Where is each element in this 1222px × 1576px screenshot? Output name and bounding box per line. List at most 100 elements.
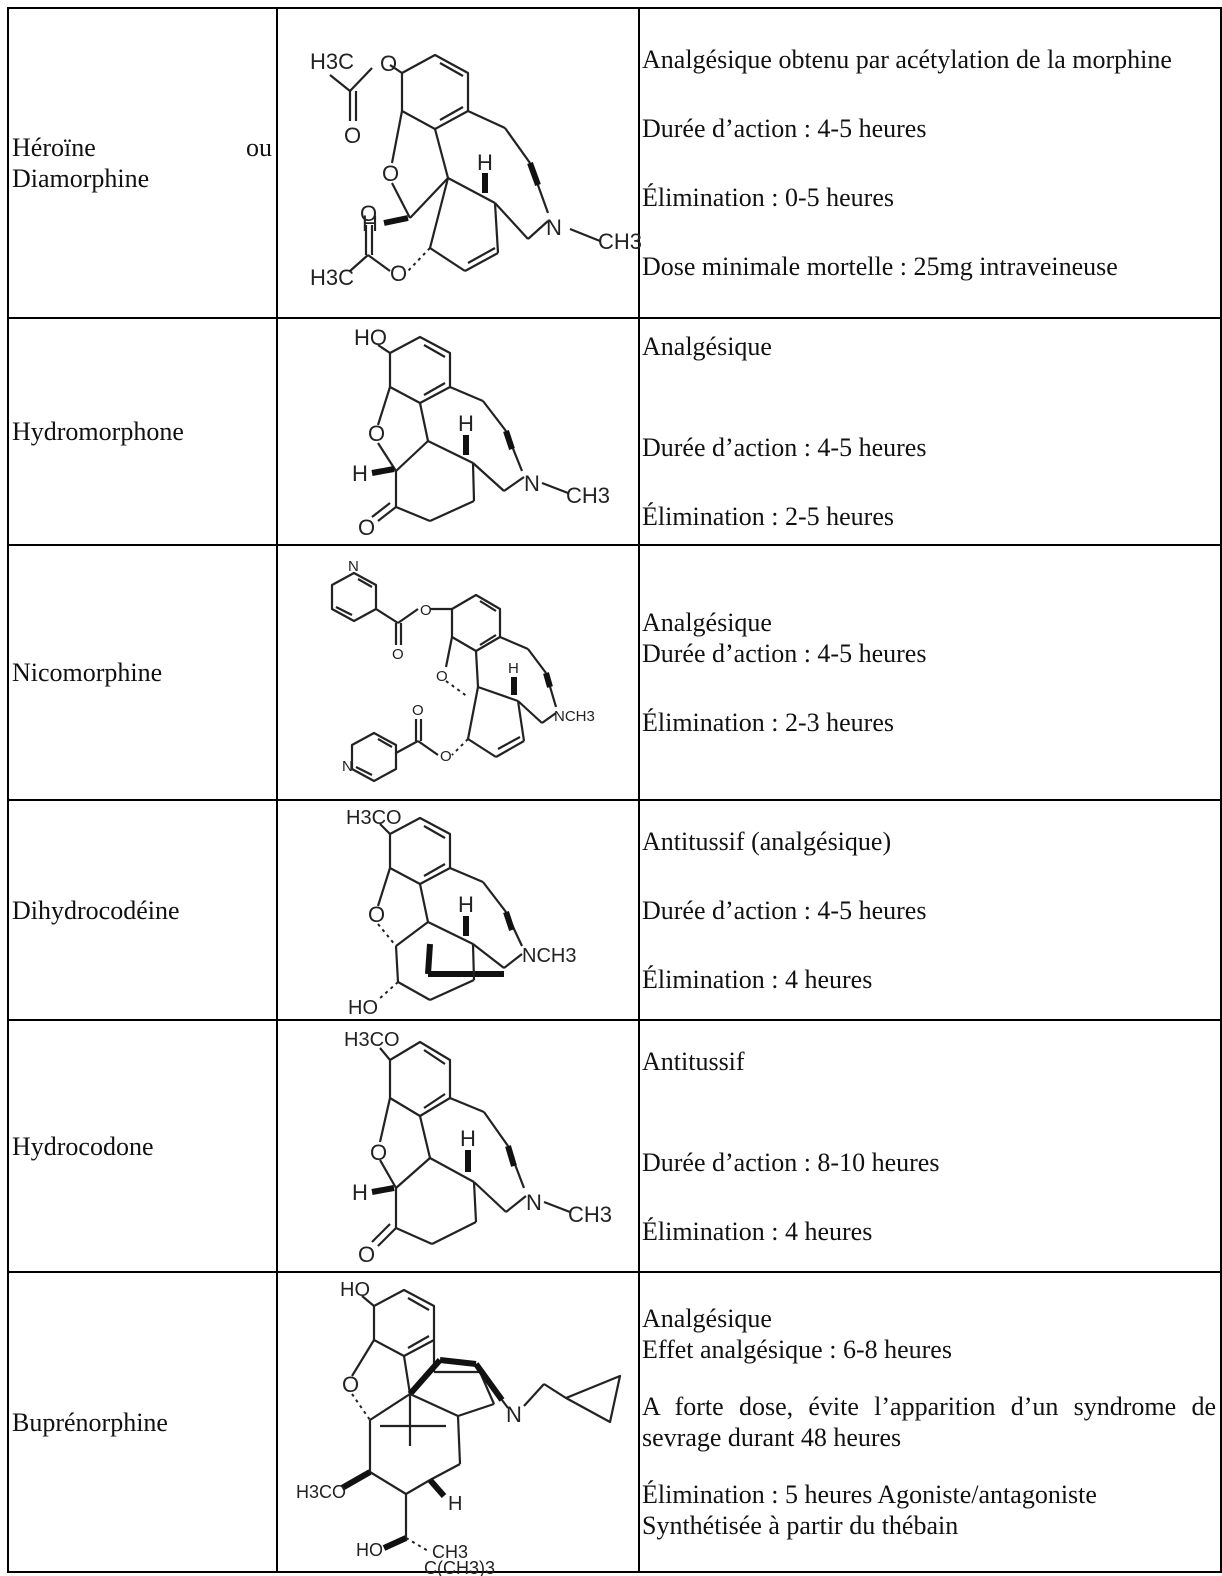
dihydrocodeine-structure-icon: H3CO O H NCH3 HO: [346, 807, 576, 1019]
opioid-table: Héroïne ou Diamorphine: [7, 7, 1222, 1576]
structure-cell: H3C O O O H H N CH3 O H3C O: [276, 7, 642, 319]
heroin-structure-icon: H3C O O O H H N CH3 O H3C O: [310, 49, 642, 290]
description-line: Durée d’action : 4-5 heures: [642, 433, 927, 462]
drug-name: Héroïne: [12, 133, 96, 162]
description-cell: Antitussif (analgésique) Durée d’action …: [638, 799, 1222, 1021]
svg-text:O: O: [392, 646, 404, 663]
description-line: Durée d’action : 4-5 heures: [642, 114, 927, 143]
svg-text:CH3: CH3: [568, 1202, 612, 1227]
svg-text:N: N: [524, 471, 540, 496]
description-line: Analgésique obtenu par acétylation de la…: [642, 45, 1172, 74]
table-row: Hydromorphone: [7, 317, 1222, 546]
svg-text:O: O: [390, 261, 407, 286]
drug-name-cell: Hydromorphone: [7, 317, 278, 546]
drug-name: Hydromorphone: [12, 417, 184, 446]
svg-text:O: O: [358, 515, 375, 540]
description-line: Durée d’action : 8-10 heures: [642, 1147, 940, 1177]
hydrocodone-structure-icon: H3CO O H H N CH3 O: [344, 1029, 612, 1267]
description-line: Analgésique: [642, 608, 772, 637]
svg-text:H: H: [352, 461, 368, 486]
drug-name: Hydrocodone: [12, 1131, 154, 1161]
svg-text:H3CO: H3CO: [344, 1029, 400, 1051]
svg-text:N: N: [526, 1190, 542, 1215]
svg-text:O: O: [420, 602, 432, 619]
svg-text:O: O: [380, 51, 397, 76]
svg-text:H: H: [458, 411, 474, 436]
description-line: Antitussif: [642, 1046, 745, 1076]
svg-text:CH3: CH3: [432, 1542, 468, 1562]
structure-cell: H3CO O H NCH3 HO: [276, 799, 640, 1021]
svg-text:H: H: [477, 150, 493, 175]
structure-cell: H3CO O H H N CH3 O: [276, 1019, 640, 1273]
svg-text:N: N: [546, 215, 562, 240]
drug-name: Diamorphine: [12, 164, 150, 193]
svg-text:O: O: [368, 902, 385, 927]
description-line: Synthétisée à partir du thébain: [642, 1511, 959, 1540]
svg-text:CH3: CH3: [566, 483, 610, 508]
svg-text:HO: HO: [354, 325, 387, 350]
svg-text:H3C: H3C: [310, 265, 354, 290]
svg-text:H: H: [362, 211, 378, 236]
drug-name: Buprénorphine: [12, 1407, 168, 1437]
drug-name: ou: [246, 133, 272, 162]
description-line: Antitussif (analgésique): [642, 826, 892, 856]
svg-text:HO: HO: [356, 1540, 383, 1560]
svg-text:O: O: [360, 201, 377, 226]
svg-text:C(CH3)3: C(CH3)3: [424, 1558, 495, 1576]
svg-text:H3CO: H3CO: [346, 807, 402, 829]
description-cell: Analgésique Durée d’action : 4-5 heures …: [638, 317, 1222, 546]
table-row: Nicomorphine: [7, 544, 1222, 801]
hydromorphone-structure-icon: HO O H H N CH3 O: [352, 325, 610, 540]
table-row: Buprénorphine: [7, 1271, 1222, 1576]
description-cell: Analgésique Effet analgésique : 6-8 heur…: [638, 1271, 1222, 1573]
table-row: Hydrocodone: [7, 1019, 1222, 1273]
svg-text:H: H: [448, 1493, 462, 1515]
svg-text:H3CO: H3CO: [296, 1482, 346, 1502]
drug-name-cell: Nicomorphine: [7, 544, 278, 801]
svg-text:H: H: [460, 1126, 476, 1151]
drug-name-cell: Héroïne ou Diamorphine: [7, 7, 278, 319]
description-line: Effet analgésique : 6-8 heures: [642, 1335, 952, 1364]
nicomorphine-structure-icon: N O O O H NCH3 O N O: [330, 558, 595, 782]
drug-name: Dihydrocodéine: [12, 895, 180, 925]
drug-name-cell: Buprénorphine: [7, 1271, 278, 1573]
structure-cell: HO O H H N CH3 O: [276, 317, 640, 546]
description-line: Élimination : 5 heures Agoniste/antagoni…: [642, 1480, 1097, 1509]
svg-text:O: O: [344, 123, 361, 148]
svg-text:N: N: [348, 558, 359, 575]
svg-text:O: O: [342, 1372, 359, 1397]
svg-text:H3C: H3C: [310, 49, 354, 74]
description-line: Élimination : 2-3 heures: [642, 708, 895, 737]
description-line: A forte dose, évite l’apparition d’un sy…: [642, 1392, 1216, 1452]
description-line: Élimination : 0-5 heures: [642, 183, 895, 212]
svg-text:HO: HO: [348, 997, 378, 1019]
svg-text:O: O: [440, 748, 452, 765]
structure-cell: N O O O H NCH3 O N O: [276, 544, 640, 801]
svg-text:NCH3: NCH3: [522, 945, 576, 967]
svg-text:H: H: [508, 660, 519, 677]
table-row: Héroïne ou Diamorphine: [7, 7, 1222, 319]
svg-text:HO: HO: [340, 1279, 370, 1301]
buprenorphine-structure-icon: HO O N H3CO H HO CH3 C(CH3)3: [296, 1279, 622, 1576]
drug-name: Nicomorphine: [12, 658, 163, 687]
drug-name-cell: Dihydrocodéine: [7, 799, 278, 1021]
svg-text:O: O: [368, 421, 385, 446]
description-line: Durée d’action : 4-5 heures: [642, 639, 927, 668]
description-line: Durée d’action : 4-5 heures: [642, 895, 927, 925]
description-line: Analgésique: [642, 1304, 772, 1333]
structure-cell: HO O N H3CO H HO CH3 C(CH3)3: [276, 1271, 640, 1576]
svg-text:O: O: [382, 161, 399, 186]
svg-text:O: O: [412, 702, 424, 719]
description-line: Élimination : 2-5 heures: [642, 502, 895, 531]
svg-text:N: N: [506, 1402, 522, 1427]
svg-text:O: O: [436, 668, 448, 685]
svg-text:N: N: [342, 758, 353, 775]
description-line: Élimination : 4 heures: [642, 964, 873, 994]
description-cell: Antitussif Durée d’action : 8-10 heures …: [638, 1019, 1222, 1273]
description-cell: Analgésique Durée d’action : 4-5 heures …: [638, 544, 1222, 801]
svg-text:H: H: [458, 892, 474, 917]
svg-text:CH3: CH3: [598, 229, 642, 254]
svg-text:O: O: [370, 1140, 387, 1165]
drug-name-cell: Hydrocodone: [7, 1019, 278, 1273]
svg-text:H: H: [352, 1180, 368, 1205]
